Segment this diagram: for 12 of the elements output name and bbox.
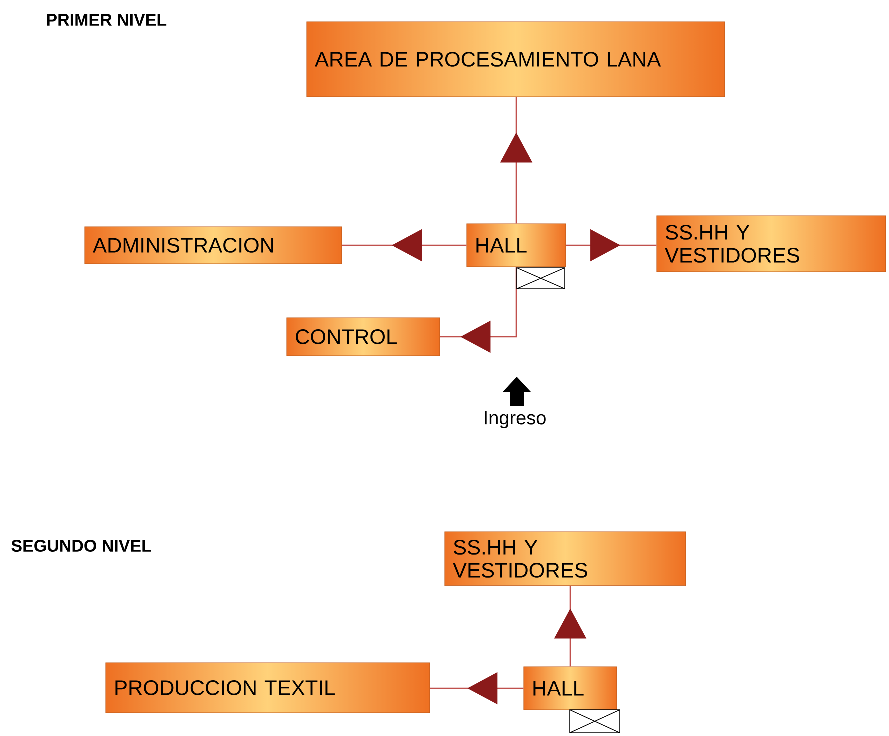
room-box: SS.HH Y VESTIDORES [444,532,686,586]
room-box: HALL [524,666,618,710]
room-box: CONTROL [286,318,440,356]
room-box: PRODUCCION TEXTIL [106,662,430,714]
room-box: HALL [466,224,566,268]
arrow [440,267,518,354]
entrance-label: Ingreso [485,412,546,428]
room-box: ADMINISTRACION [84,226,342,264]
room-box: SS.HH Y VESTIDORES [656,216,886,272]
level-title: SEGUNDO NIVEL [12,540,152,552]
room-box: AREA DE PROCESAMIENTO LANA [306,22,726,98]
level-title: PRIMER NIVEL [47,14,167,26]
